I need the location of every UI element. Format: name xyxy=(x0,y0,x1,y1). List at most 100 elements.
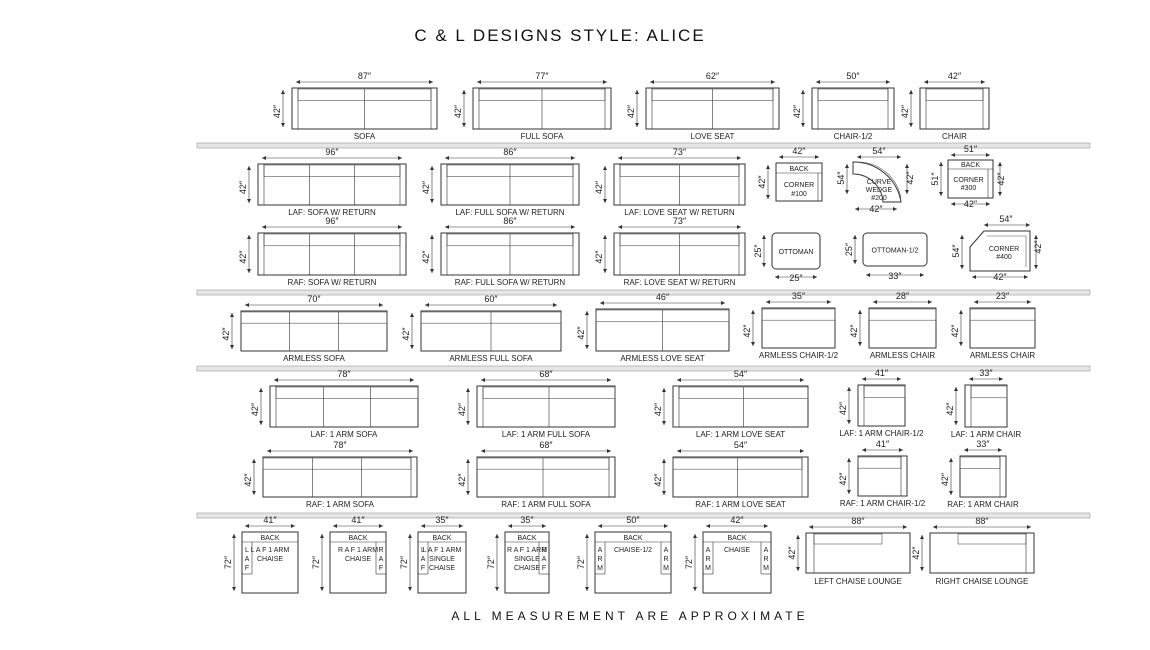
inner-label: CURVE xyxy=(867,179,892,186)
back-label: BACK xyxy=(623,535,642,542)
arm-letter: A xyxy=(706,547,711,554)
inner-label: #300 xyxy=(961,185,977,192)
width-dimension: 42″ xyxy=(964,199,978,209)
arm-letter: R xyxy=(663,556,668,563)
depth-dimension: 25″ xyxy=(753,244,763,258)
piece-label: LAF: FULL SOFA W/ RETURN xyxy=(455,208,564,217)
width-dimension: 42″ xyxy=(948,71,962,81)
furniture-piece: 46″42″ARMLESS LOVE SEAT xyxy=(576,292,730,363)
width-dimension: 41″ xyxy=(875,368,889,378)
piece-label: RIGHT CHAISE LOUNGE xyxy=(936,577,1029,586)
width-dimension: 35″ xyxy=(435,515,449,525)
furniture-piece: 77″42″FULL SOFA xyxy=(453,71,612,141)
depth-dimension: 42″ xyxy=(421,250,431,264)
back-label: BACK xyxy=(348,535,367,542)
piece-label: RAF: 1 ARM SOFA xyxy=(306,500,375,509)
width-dimension: 35″ xyxy=(520,515,534,525)
chaise-lounge: 88″42″RIGHT CHAISE LOUNGE xyxy=(911,516,1035,586)
depth-dimension: 51″ xyxy=(930,172,940,186)
depth-dimension: 42″ xyxy=(238,250,248,264)
furniture-piece: 86″42″LAF: FULL SOFA W/ RETURN xyxy=(421,147,580,217)
furniture-piece: 50″42″CHAIR-1/2 xyxy=(792,71,895,141)
arm-letter: R xyxy=(763,556,768,563)
inner-label: OTTOMAN-1/2 xyxy=(872,248,919,255)
depth-dimension: 42″ xyxy=(653,473,663,487)
furniture-piece: 87″42″SOFA xyxy=(272,71,438,141)
depth-dimension: 72″ xyxy=(311,555,321,569)
inner-label: #100 xyxy=(791,191,807,198)
depth-dimension: 42″ xyxy=(653,402,663,416)
depth-dimension: 42″ xyxy=(996,172,1006,186)
piece-label: ARMLESS CHAIR xyxy=(970,351,1036,360)
arm-letter: L xyxy=(245,547,249,554)
inner-label: CORNER xyxy=(953,177,983,184)
depth-dimension: 54″ xyxy=(951,244,961,258)
depth-dimension: 42″ xyxy=(453,104,463,118)
arm-letter: A xyxy=(598,547,603,554)
section-divider xyxy=(196,289,1091,296)
width-dimension: 62″ xyxy=(706,71,720,81)
piece-label: LAF: 1 ARM FULL SOFA xyxy=(502,430,591,439)
piece-label: ARMLESS LOVE SEAT xyxy=(620,354,704,363)
back-label: BACK xyxy=(260,535,279,542)
inner-label: CHAISE xyxy=(514,565,540,572)
back-label: BACK xyxy=(961,162,980,169)
section-divider xyxy=(196,512,1091,519)
back-label: BACK xyxy=(789,166,808,173)
width-dimension: 50″ xyxy=(626,515,640,525)
arm-letter: R xyxy=(378,547,383,554)
furniture-piece: 54″42″RAF: 1 ARM LOVE SEAT xyxy=(653,440,809,509)
piece-label: RAF: SOFA W/ RETURN xyxy=(288,278,377,287)
arm-letter: R xyxy=(597,556,602,563)
width-dimension: 51″ xyxy=(964,144,978,154)
piece-label: LAF: 1 ARM CHAIR xyxy=(951,430,1021,439)
piece-label: LAF: LOVE SEAT W/ RETURN xyxy=(624,208,735,217)
piece-label: LAF: 1 ARM LOVE SEAT xyxy=(696,430,785,439)
width-dimension: 50″ xyxy=(846,71,860,81)
depth-dimension: 42″ xyxy=(757,175,767,189)
piece-label: LAF: 1 ARM CHAIR-1/2 xyxy=(839,429,924,438)
piece-label: ARMLESS CHAIR-1/2 xyxy=(759,351,839,360)
piece-label: LOVE SEAT xyxy=(691,132,735,141)
depth-dimension: 42″ xyxy=(900,104,910,118)
depth-dimension: 72″ xyxy=(223,555,233,569)
inner-label: L A F 1 ARM xyxy=(251,547,290,554)
inner-label: CHAISE-1/2 xyxy=(614,547,652,554)
width-dimension: 33″ xyxy=(888,271,902,281)
width-dimension: 54″ xyxy=(734,369,748,379)
depth-dimension: 42″ xyxy=(940,472,950,486)
furniture-piece: 73″42″RAF: LOVE SEAT W/ RETURN xyxy=(594,216,746,287)
width-dimension: 42″ xyxy=(730,515,744,525)
arm-letter: M xyxy=(663,565,669,572)
inner-label: WEDGE xyxy=(866,187,893,194)
piece-label: CHAIR-1/2 xyxy=(834,132,873,141)
width-dimension: 96″ xyxy=(325,216,339,226)
piece-label: LEFT CHAISE LOUNGE xyxy=(814,577,901,586)
width-dimension: 42″ xyxy=(792,146,806,156)
width-dimension: 86″ xyxy=(503,147,517,157)
inner-label: R A F 1 ARM xyxy=(507,547,547,554)
piece-label: ARMLESS SOFA xyxy=(283,354,345,363)
inner-label: CHAISE xyxy=(257,556,283,563)
footer-note: ALL MEASUREMENT ARE APPROXIMATE xyxy=(451,609,809,623)
furniture-piece: 33″42″RAF: 1 ARM CHAIR xyxy=(940,439,1019,509)
piece-label: RAF: 1 ARM LOVE SEAT xyxy=(695,500,786,509)
furniture-piece: 41″42″LAF: 1 ARM CHAIR-1/2 xyxy=(838,368,924,438)
depth-dimension: 42″ xyxy=(626,104,636,118)
arm-letter: F xyxy=(245,565,249,572)
piece-label: RAF: LOVE SEAT W/ RETURN xyxy=(624,278,736,287)
width-dimension: 60″ xyxy=(484,294,498,304)
depth-dimension: 42″ xyxy=(594,250,604,264)
arm-letter: A xyxy=(421,556,426,563)
width-dimension: 73″ xyxy=(673,147,687,157)
piece-label: ARMLESS FULL SOFA xyxy=(449,354,533,363)
inner-label: OTTOMAN xyxy=(779,249,814,256)
page-title: C & L DESIGNS STYLE: ALICE xyxy=(414,26,706,45)
furniture-piece: 62″ 42″ LOVE SEAT xyxy=(626,71,780,141)
furniture-piece: 86″42″RAF: FULL SOFA W/ RETURN xyxy=(421,216,580,287)
